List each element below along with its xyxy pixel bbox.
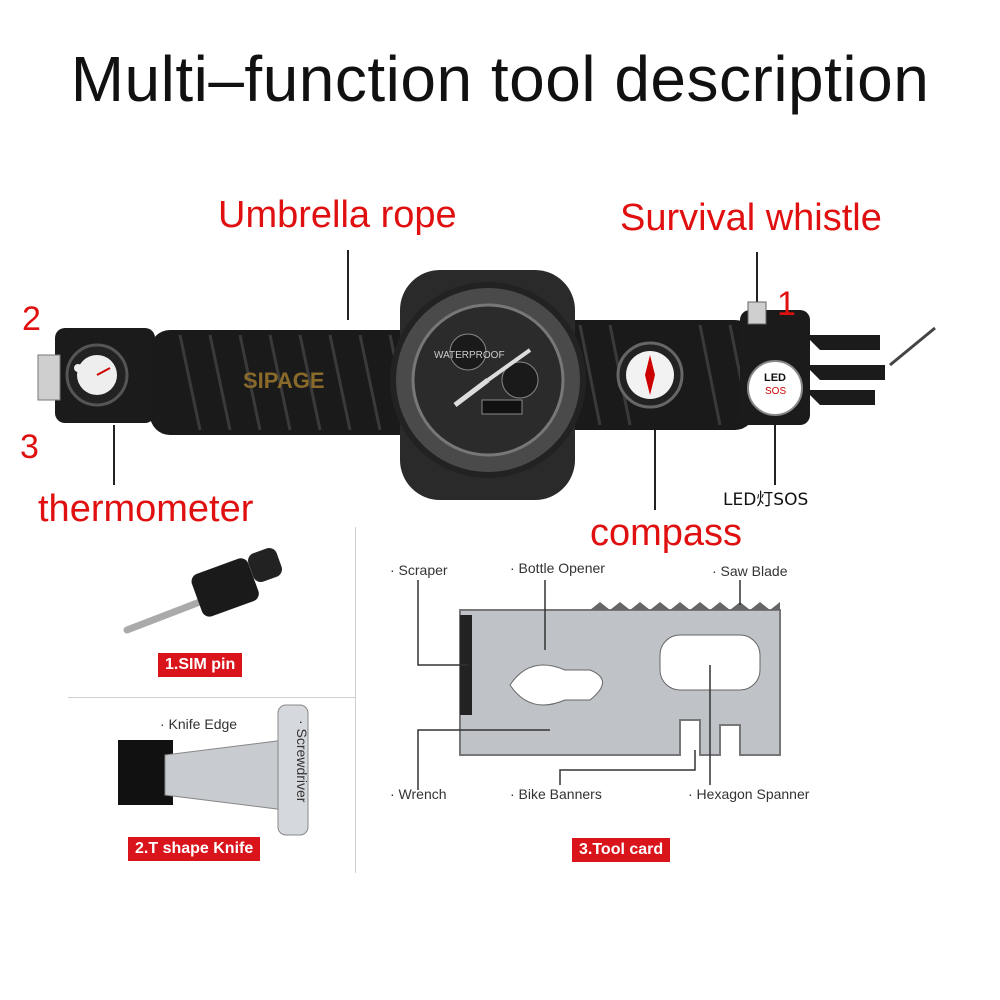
led-badge-top: LED	[764, 372, 786, 384]
compass-label: compass	[590, 512, 743, 554]
t-knife-image	[118, 704, 309, 836]
sim-pin-tag: 1.SIM pin	[158, 653, 243, 677]
sim-pin-image	[123, 548, 282, 634]
number-2: 2	[22, 300, 41, 338]
tool-card-tag: 3.Tool card	[572, 838, 671, 862]
saw-blade-label: · Saw Blade	[712, 563, 788, 579]
scraper-label: · Scraper	[390, 562, 448, 578]
page-title: Multi–function tool description	[70, 43, 930, 115]
t-knife-panel	[68, 697, 356, 873]
survival-whistle-label: Survival whistle	[620, 197, 882, 239]
paracord-strap	[150, 320, 755, 435]
bottle-opener-label: · Bottle Opener	[510, 560, 605, 576]
number-1: 1	[777, 285, 796, 323]
watch-illustration	[37, 250, 936, 510]
tool-card-image	[417, 580, 781, 790]
thermometer-label: thermometer	[38, 488, 254, 530]
brand-logo: SIPAGE	[243, 368, 325, 393]
left-buckle	[37, 328, 155, 423]
bike-banners-label: · Bike Banners	[510, 786, 602, 802]
wrench-label: · Wrench	[390, 786, 447, 802]
led-badge-mid: SOS	[765, 386, 787, 397]
waterproof-text: WATERPROOF	[434, 350, 505, 361]
compass	[616, 341, 684, 409]
right-buckle	[740, 301, 936, 425]
led-sos-label: LED灯SOS	[723, 490, 809, 510]
knife-edge-label: · Knife Edge	[160, 716, 238, 732]
watch-body	[390, 270, 586, 500]
hexagon-spanner-label: · Hexagon Spanner	[688, 786, 810, 802]
number-3: 3	[20, 428, 39, 466]
umbrella-rope-label: Umbrella rope	[218, 194, 457, 236]
screwdriver-label: · Screwdriver	[294, 720, 310, 803]
t-knife-tag: 2.T shape Knife	[128, 837, 261, 861]
